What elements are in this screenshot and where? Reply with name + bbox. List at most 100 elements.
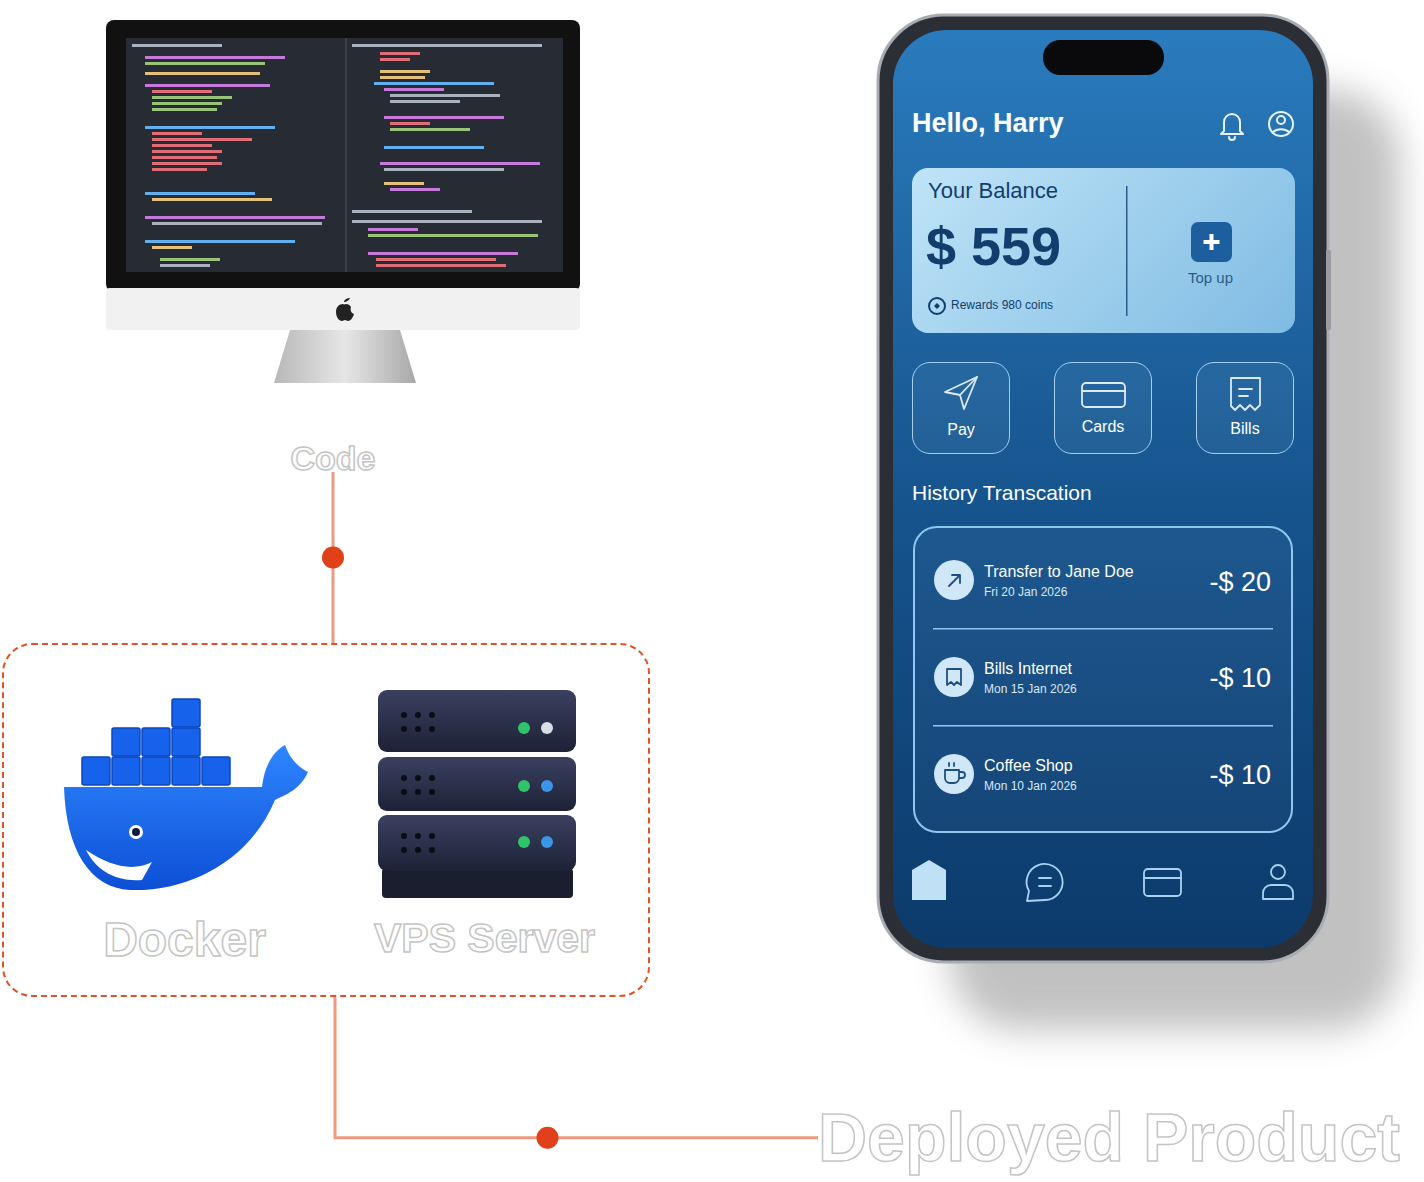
code-lines-part xyxy=(390,188,440,191)
connector xyxy=(322,472,344,643)
button-label: Pay xyxy=(913,420,1009,439)
server-rack-icon-part-part xyxy=(429,726,435,732)
imac-illustration-part xyxy=(345,38,347,272)
transaction-decor-part xyxy=(934,657,974,697)
code-lines-part xyxy=(384,182,424,185)
bottom-nav-icons xyxy=(912,860,1293,901)
code-lines-part xyxy=(160,258,220,261)
code-lines-part xyxy=(160,264,210,267)
code-lines-part xyxy=(152,144,212,147)
balance-heading: Your Balance xyxy=(928,178,1058,204)
code-lines xyxy=(132,44,542,267)
code-lines-part xyxy=(152,132,202,135)
server-rack-icon-part-part xyxy=(401,712,407,718)
transaction-decor xyxy=(933,560,1273,794)
server-rack-icon-part xyxy=(382,868,573,898)
bottom-nav-icons-part-part xyxy=(1271,865,1285,879)
docker-whale-icon-part-part xyxy=(112,728,140,756)
docker-whale-icon-part xyxy=(132,828,140,836)
bottom-nav-icons-part xyxy=(1027,864,1293,901)
transaction-decor-part xyxy=(933,725,1273,727)
server-rack-icon-part-part xyxy=(415,775,421,781)
phone-illustration-part xyxy=(893,30,1313,948)
bottom-nav-icons-part-part xyxy=(1144,877,1181,879)
docker-whale-icon-part-part xyxy=(82,757,110,785)
cards-button: Cards xyxy=(1054,362,1152,454)
action-icons-part xyxy=(960,377,977,395)
code-lines-part xyxy=(374,82,494,85)
imac-illustration-part xyxy=(336,298,354,321)
code-lines-part xyxy=(152,102,222,105)
action-icons-part xyxy=(945,377,977,409)
code-lines-part xyxy=(352,210,472,213)
code-lines-part xyxy=(384,146,484,149)
code-lines-part xyxy=(152,108,217,111)
phone-illustration-part xyxy=(878,15,1328,962)
code-lines-part xyxy=(145,192,255,195)
server-rack-icon xyxy=(378,690,576,898)
code-lines-part xyxy=(380,76,425,79)
server-rack-icon-part-part xyxy=(401,726,407,732)
server-rack-icon-part-part xyxy=(401,833,407,839)
imac-illustration-part xyxy=(274,330,416,383)
connector-line xyxy=(335,997,818,1138)
docker-whale-icon-part-part xyxy=(112,757,140,785)
pay-button: Pay xyxy=(912,362,1010,454)
code-lines-part xyxy=(145,56,285,59)
server-rack-icon-part-part xyxy=(429,775,435,781)
phone-illustration xyxy=(878,15,1400,1030)
code-lines-part xyxy=(152,150,222,153)
code-lines-part xyxy=(145,126,275,129)
server-rack-icon-part xyxy=(518,722,530,734)
node-caption: Docker xyxy=(57,911,312,969)
transaction-decor-part xyxy=(934,560,974,600)
code-lines-part xyxy=(152,168,207,171)
section-heading: History Transcation xyxy=(912,480,1092,505)
code-lines-part xyxy=(384,116,504,119)
transaction-date: Mon 15 Jan 2026 xyxy=(984,682,1077,696)
docker-whale-icon xyxy=(64,699,308,890)
transaction-title: Transfer to Jane Doe xyxy=(984,562,1134,581)
code-lines-part xyxy=(376,258,496,261)
transaction-title: Bills Internet xyxy=(984,659,1072,678)
action-icons-part xyxy=(1231,378,1260,410)
code-lines-part xyxy=(368,228,418,231)
docker-node: Docker xyxy=(57,697,312,967)
bottom-nav-icons-part-part xyxy=(1263,885,1293,899)
server-rack-icon-part xyxy=(541,722,553,734)
server-rack-icon-part-part xyxy=(429,847,435,853)
rewards-text: Rewards 980 coins xyxy=(951,298,1053,312)
balance-card: Your Balance$ 559Rewards 980 coinsTop up xyxy=(912,168,1295,333)
bottom-nav-icons-part xyxy=(912,860,946,900)
header-icons xyxy=(1221,112,1293,140)
imac-illustration-part xyxy=(106,20,580,292)
node-caption: VPS Server xyxy=(367,914,602,963)
docker-whale-icon-part-part xyxy=(172,728,200,756)
balance-card-decor-part xyxy=(1204,240,1220,244)
bottom-nav-icons-part-part xyxy=(1144,869,1181,896)
server-rack-icon-part-part xyxy=(415,789,421,795)
header-icons-part xyxy=(1277,116,1285,124)
code-lines-part xyxy=(380,70,430,73)
docker-whale-icon-part-part xyxy=(172,757,200,785)
code-lines-part xyxy=(152,246,192,249)
server-rack-icon-part xyxy=(518,836,530,848)
phone-illustration-part xyxy=(1043,40,1164,75)
button-label: Bills xyxy=(1197,419,1293,438)
docker-whale-icon-part-part xyxy=(142,728,170,756)
server-rack-icon-part xyxy=(541,836,553,848)
balance-card-decor-part xyxy=(1191,222,1232,262)
docker-whale-icon-part xyxy=(64,745,308,890)
server-rack-icon-part-part xyxy=(401,789,407,795)
server-rack-icon-part xyxy=(401,712,435,853)
transaction-date: Mon 10 Jan 2026 xyxy=(984,779,1077,793)
transaction-title: Coffee Shop xyxy=(984,756,1073,775)
transaction-amount: -$ 10 xyxy=(1209,662,1271,694)
code-lines-part xyxy=(152,222,322,225)
transaction-amount: -$ 20 xyxy=(1209,566,1271,598)
transaction-decor-part-part xyxy=(945,763,965,783)
connector-dot xyxy=(322,547,344,569)
